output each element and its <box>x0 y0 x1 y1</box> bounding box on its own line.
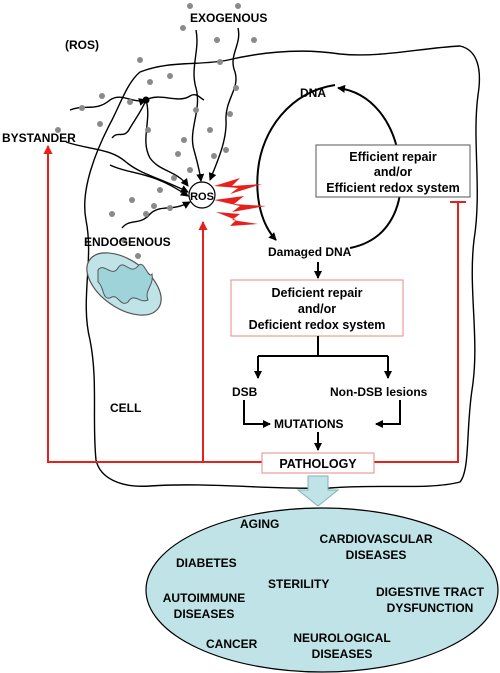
exogenous-paths <box>191 27 240 182</box>
disease-neuro-2: DISEASES <box>312 647 373 661</box>
damaged-dna-label: Damaged DNA <box>268 245 352 259</box>
disease-sterility: STERILITY <box>268 577 329 591</box>
exogenous-label: EXOGENOUS <box>190 11 267 25</box>
cell-label: CELL <box>110 401 141 415</box>
pathology-box <box>261 452 375 474</box>
non-dsb-label: Non-DSB lesions <box>330 385 428 399</box>
split-arrows <box>243 336 401 451</box>
diseases-ellipse <box>145 507 499 673</box>
pathology-down-arrow <box>296 475 340 507</box>
efficient-box <box>315 144 471 198</box>
cell-outline <box>84 45 481 490</box>
efficient-line-1: Efficient repair <box>349 150 437 164</box>
deficient-line-1: Deficient repair <box>271 286 362 300</box>
deficient-line-2: and/or <box>298 302 336 316</box>
junction-dot <box>142 96 150 104</box>
damage-bolt-icons <box>214 178 266 226</box>
disease-diabetes: DIABETES <box>176 556 237 570</box>
endogenous-paths <box>121 201 191 229</box>
disease-cancer: CANCER <box>206 637 258 651</box>
dna-cycle-left-arc <box>256 84 336 241</box>
disease-cardio-1: CARDIOVASCULAR <box>319 532 432 546</box>
efficient-line-3: Efficient redox system <box>326 181 459 195</box>
efficient-line-2: and/or <box>374 165 412 179</box>
ros-center-label: ROS <box>190 191 214 203</box>
dna-label: DNA <box>300 86 326 100</box>
pathology-label: PATHOLOGY <box>279 457 357 471</box>
ros-top-label: (ROS) <box>65 38 99 52</box>
disease-autoimmune-2: DISEASES <box>174 607 235 621</box>
deficient-box <box>230 279 404 337</box>
disease-neuro-1: NEUROLOGICAL <box>293 631 390 645</box>
bystander-label: BYSTANDER <box>2 131 76 145</box>
disease-aging: AGING <box>240 517 279 531</box>
mutations-label: MUTATIONS <box>274 417 344 431</box>
disease-autoimmune-1: AUTOIMMUNE <box>163 591 245 605</box>
endogenous-label: ENDOGENOUS <box>84 235 171 249</box>
deficient-line-3: Deficient redox system <box>249 318 386 332</box>
pathology-feedback-lines <box>43 145 466 463</box>
bystander-paths <box>65 93 205 197</box>
dsb-label: DSB <box>232 385 258 399</box>
disease-digestive-1: DIGESTIVE TRACT <box>376 585 485 599</box>
disease-cardio-2: DISEASES <box>346 548 407 562</box>
disease-digestive-2: DYSFUNCTION <box>387 601 474 615</box>
ros-circle <box>188 181 216 209</box>
mitochondrion-icon <box>86 252 162 316</box>
